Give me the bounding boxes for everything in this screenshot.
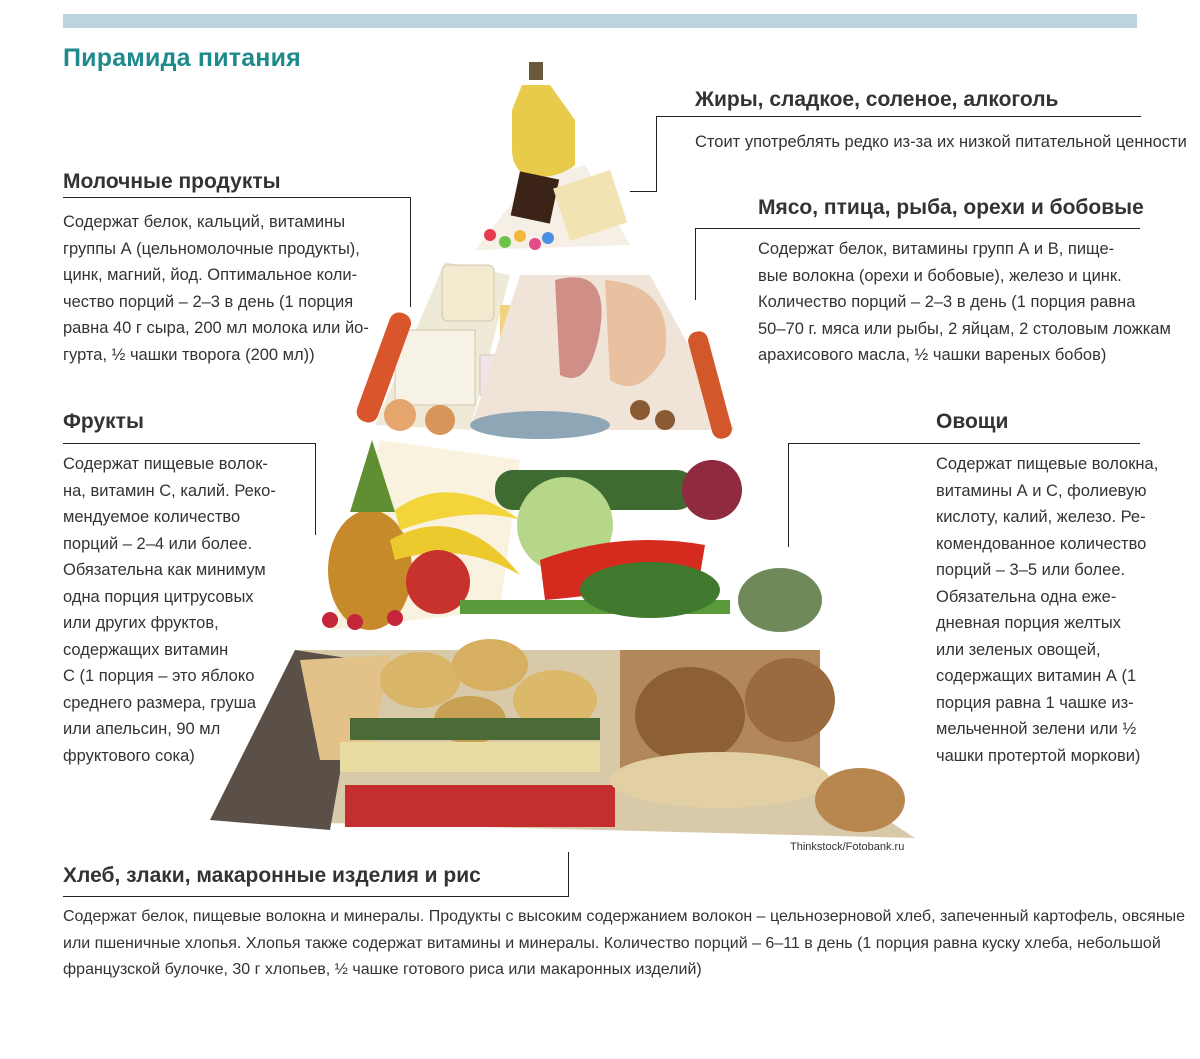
meat-text-line: вые волокна (орехи и бобовые), железо и … — [758, 266, 1122, 285]
vegetables-text-line: комендованное количество — [936, 534, 1147, 553]
meat-text-line: Количество порций – 2–3 в день (1 порция… — [758, 293, 1136, 311]
fruits-text-line: или других фруктов, — [63, 614, 219, 632]
fruits-text-line: среднего размера, груша — [63, 693, 257, 712]
vegetables-text-line: дневная порция желтых — [936, 614, 1121, 632]
fruits-text-line: содержащих витамин — [63, 640, 229, 659]
grains-text-line: или пшеничные хлопья. Хлопья также содер… — [63, 934, 1161, 952]
meat-leader-line — [695, 228, 1140, 229]
vegetables-text-line: чашки протертой моркови) — [936, 746, 1141, 765]
vegetables-text-line: порций – 3–5 или более. — [936, 561, 1126, 579]
fruits-text-line: порций – 2–4 или более. — [63, 534, 253, 553]
meat-tier-illustration — [470, 275, 735, 439]
vegetables-leader-line-vertical — [788, 443, 789, 547]
vegetables-text: Содержат пищевые волокна, витамины А и С… — [936, 451, 1158, 769]
vegetables-text-line: кислоту, калий, железо. Ре- — [936, 508, 1146, 526]
dairy-leader-line-vertical — [410, 197, 411, 307]
vegetables-heading: Овощи — [936, 410, 1009, 433]
dairy-text: Содержат белок, кальций, витамины группы… — [63, 209, 369, 368]
dairy-text-line: Содержат белок, кальций, витамины — [63, 213, 346, 231]
fats-text: Стоит употреблять редко из-за их низкой … — [695, 129, 1187, 156]
fruits-text-line: С (1 порция – это яблоко — [63, 667, 255, 685]
grains-leader-line — [63, 896, 569, 897]
grains-text: Содержат белок, пищевые волокна и минера… — [63, 904, 1185, 984]
fruits-text: Содержат пищевые волок- на, витамин С, к… — [63, 451, 276, 769]
top-decorative-bar — [63, 14, 1137, 28]
dairy-leader-line — [63, 197, 411, 198]
meat-text-line: Содержат белок, витамины групп А и В, пи… — [758, 240, 1115, 258]
vegetables-leader-line — [788, 443, 1140, 444]
vegetables-text-line: витамины А и С, фолиевую — [936, 481, 1147, 500]
grains-heading: Хлеб, злаки, макаронные изделия и рис — [63, 864, 481, 887]
vegetables-text-line: порция равна 1 чашке из- — [936, 693, 1134, 712]
grains-text-line: Содержат белок, пищевые волокна и минера… — [63, 908, 1186, 925]
vegetables-text-line: содержащих витамин А (1 — [936, 667, 1137, 685]
fruits-leader-line-vertical — [315, 443, 316, 535]
dairy-text-line: равна 40 г сыра, 200 мл молока или йо- — [63, 319, 369, 337]
dairy-heading: Молочные продукты — [63, 170, 281, 193]
dairy-text-line: гурта, ½ чашки творога (200 мл)) — [63, 345, 315, 364]
dairy-text-line: чество порций – 2–3 в день (1 порция — [63, 292, 354, 311]
meat-text-line: 50–70 г. мяса или рыбы, 2 яйцам, 2 столо… — [758, 319, 1171, 338]
meat-text-line: арахисового масла, ½ чашки вареных бобов… — [758, 346, 1107, 364]
fruits-text-line: или апельсин, 90 мл — [63, 720, 221, 738]
meat-heading: Мясо, птица, рыба, орехи и бобовые — [758, 196, 1144, 219]
dairy-text-line: цинк, магний, йод. Оптимальное коли- — [63, 266, 358, 284]
vegetables-text-line: Обязательна одна еже- — [936, 587, 1117, 606]
grains-tier-illustration — [210, 639, 915, 838]
vegetables-tier-illustration — [460, 460, 822, 632]
fruits-text-line: Содержат пищевые волок- — [63, 455, 268, 473]
vegetables-text-line: Содержат пищевые волокна, — [936, 455, 1159, 473]
vegetables-text-line: или зеленых овощей, — [936, 640, 1101, 659]
grains-leader-line-vertical — [568, 852, 569, 897]
vegetables-text-line: мельченной зелени или ½ — [936, 720, 1137, 738]
fruits-text-line: Обязательна как минимум — [63, 561, 266, 579]
fruits-text-line: на, витамин С, калий. Реко- — [63, 481, 276, 500]
fruits-text-line: мендуемое количество — [63, 508, 241, 526]
fats-text-line: Стоит употреблять редко из-за их низкой … — [695, 133, 1187, 151]
fats-leader-line-tick — [630, 191, 657, 192]
grains-text-line: французской булочке, 30 г хлопьев, ½ чаш… — [63, 961, 702, 978]
fats-leader-line — [656, 116, 1141, 117]
fats-leader-line-vertical — [656, 116, 657, 192]
fruits-tier-illustration — [322, 440, 520, 630]
fruits-heading: Фрукты — [63, 410, 144, 433]
image-credit: Thinkstock/Fotobank.ru — [790, 841, 905, 853]
fruits-text-line: фруктового сока) — [63, 746, 195, 765]
dairy-text-line: группы А (цельномолочные продукты), — [63, 239, 360, 258]
fruits-text-line: одна порция цитрусовых — [63, 587, 254, 606]
page-title: Пирамида питания — [63, 44, 301, 72]
fruits-leader-line — [63, 443, 316, 444]
fats-sweets-tier-illustration — [475, 62, 630, 250]
fats-heading: Жиры, сладкое, соленое, алкоголь — [695, 88, 1059, 111]
meat-leader-line-vertical — [695, 228, 696, 300]
meat-text: Содержат белок, витамины групп А и В, пи… — [758, 236, 1171, 369]
